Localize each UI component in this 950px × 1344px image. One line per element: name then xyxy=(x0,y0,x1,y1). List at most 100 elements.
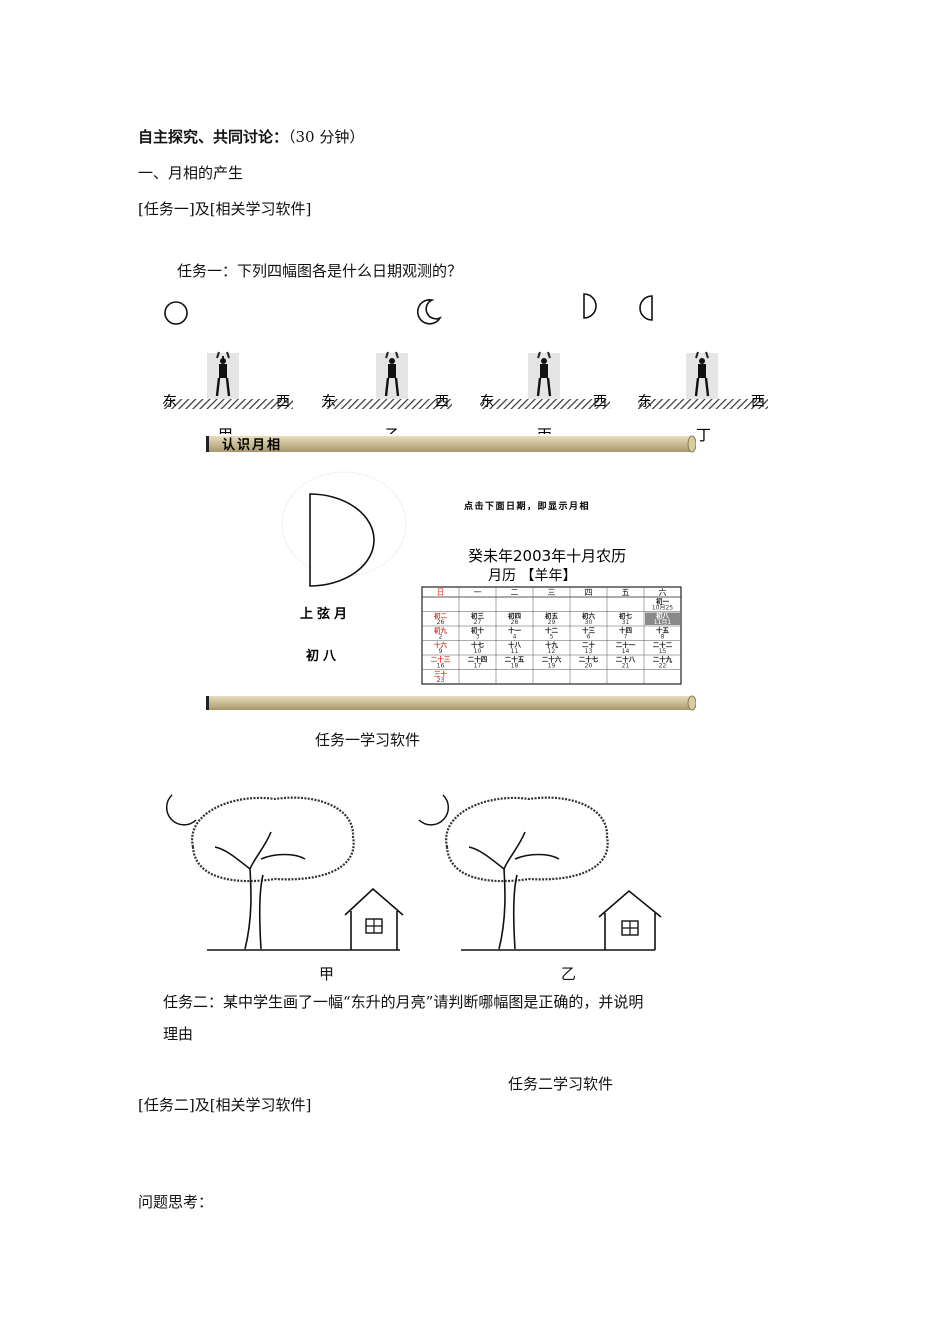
calendar-title-2: 月历 【羊年】 xyxy=(488,568,576,584)
lunar-date: 三十 xyxy=(434,669,448,678)
solar-date: 31 xyxy=(622,619,630,626)
lunar-date: 二十七 xyxy=(579,655,599,664)
solar-date: 8 xyxy=(661,634,665,641)
lunar-date: 二十九 xyxy=(653,655,673,664)
drawing-b-moon-icon xyxy=(418,794,450,826)
drawing-a-moon-icon xyxy=(165,794,197,826)
task2-question-continued: 理由 xyxy=(163,1025,194,1043)
calendar-day-cell[interactable]: 初十3 xyxy=(471,626,485,641)
calendar-title-1: 癸未年2003年十月农历 xyxy=(468,547,626,565)
drawing-b-label: 乙 xyxy=(561,965,577,983)
solar-date: 21 xyxy=(622,663,630,670)
observer-a-east: 东 xyxy=(163,394,177,410)
lunar-date: 二十六 xyxy=(542,655,562,664)
weekday-header: 二 xyxy=(511,588,519,597)
solar-date: 9 xyxy=(439,648,443,655)
observer-figure-a xyxy=(163,351,293,409)
lunar-date: 初七 xyxy=(619,611,633,620)
observer-figure-d xyxy=(638,351,768,409)
software-title-bar xyxy=(208,436,692,452)
drawing-a xyxy=(165,794,404,951)
observer-d-label: 丁 xyxy=(696,426,711,444)
software1-caption: 任务一学习软件 xyxy=(315,731,421,749)
lunar-date: 初六 xyxy=(582,611,596,620)
rising-moon-drawings xyxy=(165,794,662,951)
lunar-date: 十二 xyxy=(545,626,559,635)
observer-figure-b xyxy=(322,351,452,409)
solar-date: 11 xyxy=(511,648,519,655)
lunar-date: 初五 xyxy=(545,611,559,620)
weekday-header: 五 xyxy=(622,588,630,597)
lunar-date: 初一 xyxy=(656,597,670,606)
solar-date: 26 xyxy=(437,619,445,626)
observer-figure-c xyxy=(480,351,610,409)
calendar-day-cell[interactable]: 初九2 xyxy=(434,626,448,641)
solar-date: 3 xyxy=(476,634,480,641)
lunar-date: 十三 xyxy=(582,626,596,635)
solar-date: 2 xyxy=(439,634,443,641)
observer-b-west: 西 xyxy=(435,394,449,410)
lunar-calendar-grid: 日一二三四五六初一10月25初二26初三27初四28初五29初六30初七31初八… xyxy=(421,586,682,685)
calendar-hint: 点击下面日期，即显示月相 xyxy=(464,500,590,512)
lunar-date: 十七 xyxy=(471,640,485,649)
moon-phase-figure: 东 西 甲 东 西 乙 东 西 丙 东 西 丁 xyxy=(163,293,768,444)
solar-date: 20 xyxy=(585,663,593,670)
solar-date: 6 xyxy=(587,634,591,641)
solar-date: 27 xyxy=(474,619,482,626)
calendar-day-cell[interactable]: 十五8 xyxy=(656,626,670,641)
section-heading-time: （30 分钟） xyxy=(288,128,365,146)
solar-date: 11月1 xyxy=(654,619,672,626)
calendar-day-cell[interactable]: 十二5 xyxy=(545,626,559,641)
solar-date: 4 xyxy=(513,634,517,641)
calendar-day-cell[interactable]: 十六9 xyxy=(434,640,448,655)
solar-date: 14 xyxy=(622,648,630,655)
lunar-date: 十八 xyxy=(508,640,522,649)
solar-date: 10月25 xyxy=(652,605,673,612)
solar-date: 23 xyxy=(437,677,445,684)
calendar-day-cell[interactable]: 十四7 xyxy=(619,626,633,641)
observer-d-east: 东 xyxy=(638,394,652,410)
phase-day: 初八 xyxy=(306,648,340,664)
calendar-day-cell[interactable]: 十三6 xyxy=(582,626,596,641)
section-heading-title: 自主探究、共同讨论： xyxy=(138,128,289,146)
question-heading: 问题思考： xyxy=(138,1193,214,1211)
observer-a-west: 西 xyxy=(276,394,290,410)
weekday-header: 三 xyxy=(548,588,556,597)
solar-date: 7 xyxy=(624,634,628,641)
moon-phase-software: 认识月相 上弦月 初八 点击下面日期，即显示月相 癸未年2003年十月农历 月历… xyxy=(206,434,696,713)
lunar-date: 十六 xyxy=(434,640,448,649)
observer-c-west: 西 xyxy=(593,394,607,410)
weekday-header: 日 xyxy=(437,588,445,597)
phase-name: 上弦月 xyxy=(300,606,351,622)
lunar-date: 二十 xyxy=(582,640,596,649)
moon-display-icon xyxy=(309,493,375,587)
solar-date: 18 xyxy=(511,663,519,670)
solar-date: 13 xyxy=(585,648,593,655)
calendar-day-cell[interactable]: 十一4 xyxy=(508,626,522,641)
lunar-date: 十五 xyxy=(656,626,670,635)
drawing-a-house-icon xyxy=(344,887,404,950)
lunar-date: 二十三 xyxy=(431,655,451,664)
